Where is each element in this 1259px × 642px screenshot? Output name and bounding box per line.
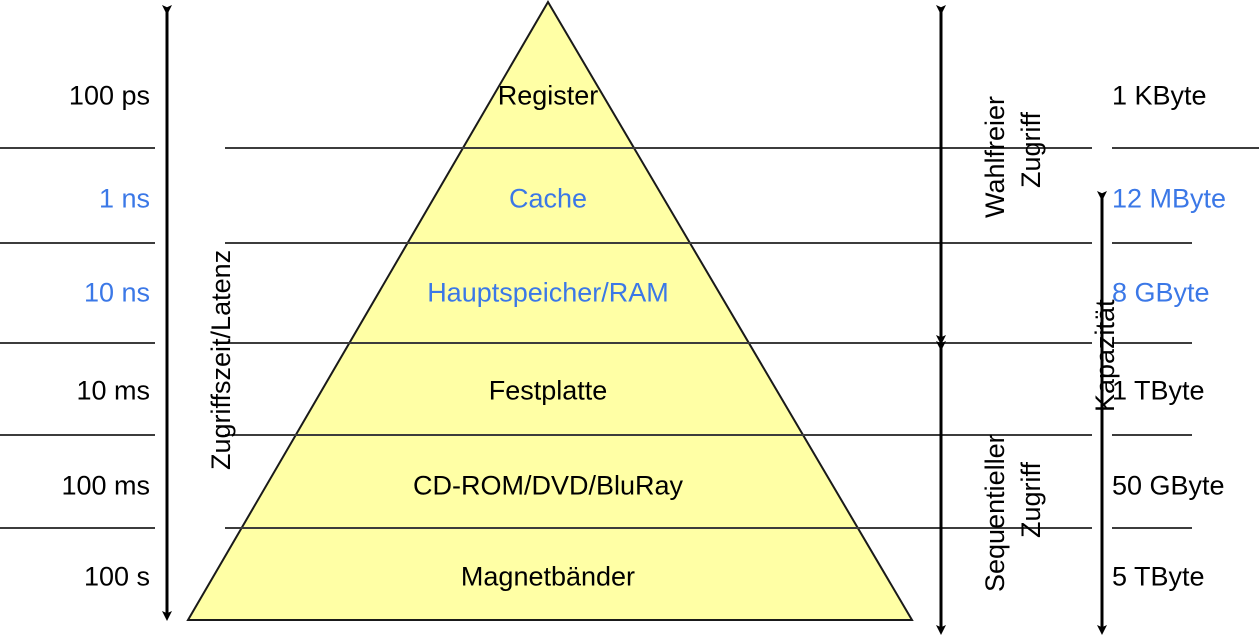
latency-label-register: 100 ps: [68, 80, 150, 111]
tier-label-ram: Hauptspeicher/RAM: [427, 277, 669, 308]
latency-label-ram: 10 ns: [83, 277, 150, 308]
capacity-label-register: 1 KByte: [1112, 80, 1207, 111]
tier-label-register: Register: [497, 80, 599, 111]
latency-label-cache: 1 ns: [98, 183, 150, 214]
sequential-access-caption-line1: Sequentieller: [980, 434, 1010, 592]
tier-divider-lines: [0, 147, 1259, 529]
capacity-label-tape: 5 TByte: [1112, 561, 1205, 592]
random-access-caption-line2: Zugriff: [1016, 111, 1046, 188]
pyramid-shape: [186, 0, 914, 621]
latency-label-tape: 100 s: [83, 561, 150, 592]
latency-label-disk: 10 ms: [76, 375, 150, 406]
random-access-caption-line1: Wahlfreier: [980, 95, 1010, 218]
capacity-label-disk: 1 TByte: [1112, 375, 1205, 406]
capacity-label-cache: 12 MByte: [1112, 183, 1227, 214]
sequential-access-caption-line2: Zugriff: [1016, 461, 1046, 538]
tier-label-cache: Cache: [508, 183, 588, 214]
capacity-label-optical: 50 GByte: [1112, 470, 1225, 501]
latency-axis-caption: Zugriffszeit/Latenz: [206, 249, 236, 470]
tier-label-disk: Festplatte: [488, 375, 608, 406]
capacity-axis-caption: Kapazität: [1090, 299, 1120, 412]
tier-label-tape: Magnetbänder: [460, 561, 636, 592]
latency-label-optical: 100 ms: [61, 470, 150, 501]
capacity-label-ram: 8 GByte: [1112, 277, 1210, 308]
tier-label-optical: CD-ROM/DVD/BluRay: [412, 470, 684, 501]
